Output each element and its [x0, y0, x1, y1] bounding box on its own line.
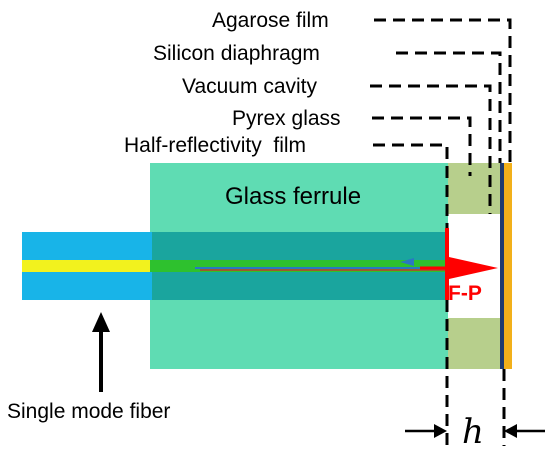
fiber-arrow-head	[92, 312, 110, 332]
label-fp: F-P	[448, 282, 482, 305]
label-half-reflectivity-film: Half-reflectivity film	[124, 134, 306, 157]
vacuum-cavity-leader	[370, 84, 492, 214]
h-arrow-right-head	[504, 424, 517, 438]
pyrex-glass-leader	[372, 116, 472, 176]
silicon-diaphragm-leader	[396, 51, 502, 163]
h-arrow-left-head	[434, 424, 447, 438]
label-silicon-diaphragm: Silicon diaphragm	[153, 42, 320, 65]
beam-arrow-left	[400, 258, 414, 266]
half-reflectivity-film-leader	[373, 143, 449, 228]
label-glass-ferrule: Glass ferrule	[225, 183, 361, 210]
fp-marker-arrow	[449, 257, 498, 279]
label-pyrex-glass: Pyrex glass	[232, 107, 341, 130]
silicon-diaphragm	[500, 163, 504, 369]
label-h: h	[462, 412, 484, 452]
label-vacuum-cavity: Vacuum cavity	[182, 75, 317, 98]
agarose-film-leader	[374, 18, 512, 163]
agarose-film	[504, 163, 512, 369]
label-agarose-film: Agarose film	[212, 9, 329, 32]
label-single-mode-fiber: Single mode fiber	[7, 400, 170, 423]
fiber-core	[22, 260, 152, 272]
